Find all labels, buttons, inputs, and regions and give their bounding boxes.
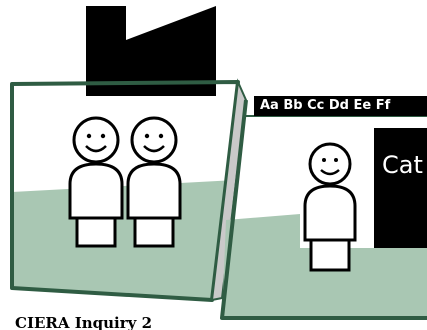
- child-figure-left: [70, 118, 122, 246]
- child-figure-right: [305, 144, 355, 270]
- chalkboard-text: Cat: [382, 150, 427, 180]
- home-floor: [12, 180, 236, 300]
- alphabet-banner: Aa Bb Cc Dd Ee Ff: [254, 96, 427, 116]
- caption: CIERA Inquiry 2: [15, 314, 215, 330]
- chalkboard: [374, 128, 427, 248]
- child-figure-middle: [128, 118, 180, 246]
